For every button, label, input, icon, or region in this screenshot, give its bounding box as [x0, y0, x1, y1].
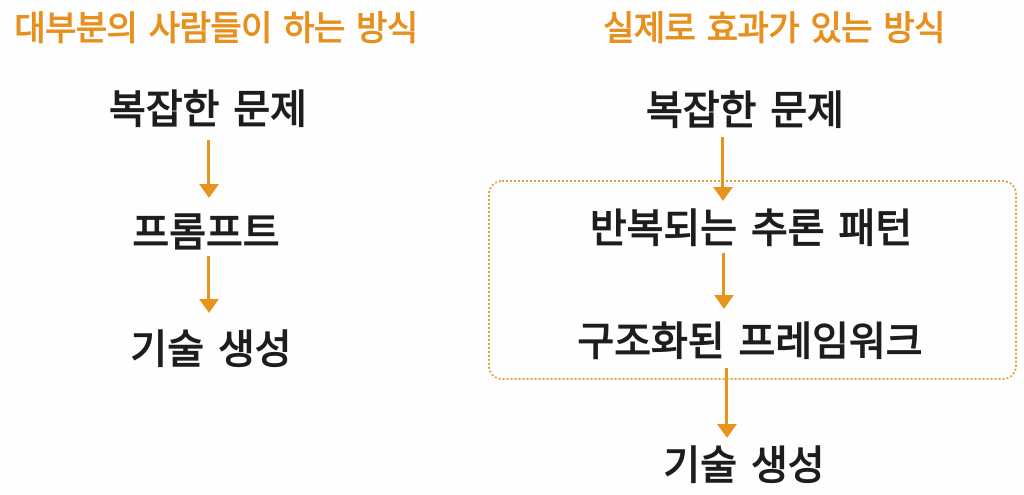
arrow-down-icon	[722, 253, 725, 295]
left-column-title: 대부분의 사람들이 하는 방식	[14, 9, 418, 49]
left-step-skill-generation: 기술 생성	[130, 327, 292, 373]
right-step-structured-framework: 구조화된 프레임워크	[577, 319, 923, 365]
right-step-complex-problem: 복잡한 문제	[646, 88, 844, 134]
right-column-title: 실제로 효과가 있는 방식	[603, 9, 945, 49]
left-step-prompt: 프롬프트	[132, 210, 280, 256]
left-step-complex-problem: 복잡한 문제	[109, 87, 307, 133]
dotted-group-box	[488, 180, 1017, 380]
right-step-skill-generation: 기술 생성	[663, 443, 825, 489]
right-step-repeated-reasoning-pattern: 반복되는 추론 패턴	[589, 206, 913, 252]
arrow-down-icon	[207, 256, 210, 299]
arrow-down-icon	[721, 137, 724, 187]
arrow-down-icon	[207, 140, 210, 184]
arrow-down-icon	[725, 368, 728, 424]
